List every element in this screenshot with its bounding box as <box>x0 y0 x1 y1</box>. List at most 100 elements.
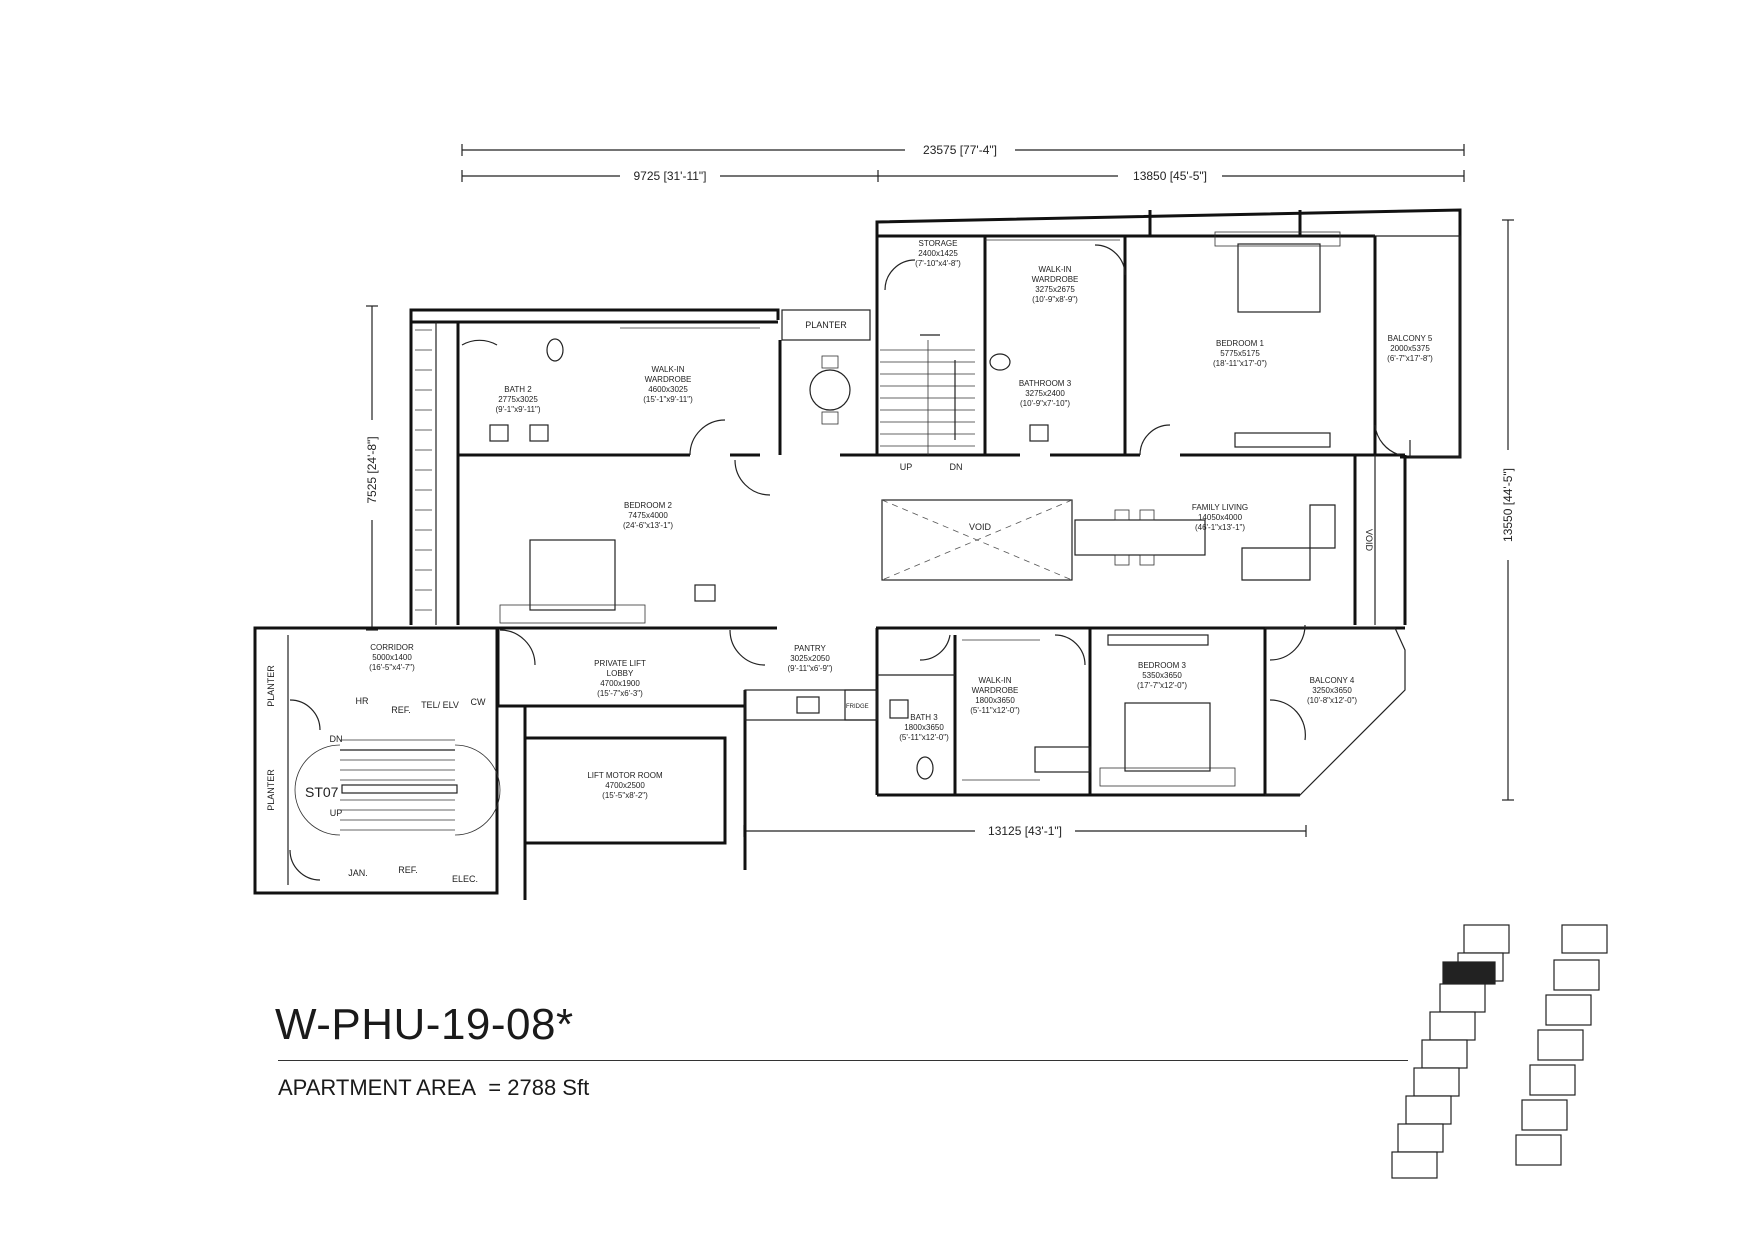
bedroom-3-imperial: (17'-7"x12'-0") <box>1137 681 1187 690</box>
walkin-wardrobe-1-size: 3275x2675 <box>1035 285 1075 294</box>
bath-2-imperial: (9'-1"x9'-11") <box>495 405 540 414</box>
walkin-wardrobe-1-imperial: (10'-9"x8'-9") <box>1032 295 1078 304</box>
balcony-4-label: BALCONY 4 <box>1310 676 1355 685</box>
bedroom-2-size: 7475x4000 <box>628 511 668 520</box>
bathroom-3-imperial: (10'-9"x7'-10") <box>1020 399 1070 408</box>
bedroom-2-label: BEDROOM 2 <box>624 501 673 510</box>
private-lift-lobby-label2: LOBBY <box>607 669 634 678</box>
bath-2-size: 2775x3025 <box>498 395 538 404</box>
balcony-5-size: 2000x5375 <box>1390 344 1430 353</box>
pantry-imperial: (9'-11"x6'-9") <box>787 664 832 673</box>
bathroom-3-size: 3275x2400 <box>1025 389 1065 398</box>
planter-label: PLANTER <box>805 320 847 330</box>
dim-right-width: 13850 [45'-5"] <box>1133 169 1207 183</box>
apartment-area: APARTMENT AREA = 2788 Sft <box>278 1075 589 1101</box>
bath-3-label: BATH 3 <box>910 713 938 722</box>
lift-motor-room-label: LIFT MOTOR ROOM <box>587 771 663 780</box>
walkin-wardrobe-3-label2: WARDROBE <box>972 686 1019 695</box>
pantry-label: PANTRY <box>794 644 826 653</box>
planter-label: PLANTER <box>266 665 276 707</box>
unit-title: W-PHU-19-08* <box>275 1000 574 1049</box>
area-value: = 2788 Sft <box>488 1075 590 1100</box>
bed-icon <box>529 539 616 611</box>
corridor-label: CORRIDOR <box>370 643 414 652</box>
walkin-wardrobe-2-label2: WARDROBE <box>645 375 692 384</box>
storage-size: 2400x1425 <box>918 249 958 258</box>
bedroom-2-imperial: (24'-6"x13'-1") <box>623 521 673 530</box>
bath-3-imperial: (5'-11"x12'-0") <box>899 733 949 742</box>
key-plan <box>1391 924 1608 1179</box>
dim-right-height: 13550 [44'-5"] <box>1501 468 1515 542</box>
toilet-icon <box>916 756 934 780</box>
bedroom-1-size: 5775x5175 <box>1220 349 1260 358</box>
walkin-wardrobe-3-size: 1800x3650 <box>975 696 1015 705</box>
ref-label: REF. <box>398 865 418 875</box>
corridor-size: 5000x1400 <box>372 653 412 662</box>
balcony-5-imperial: (6'-7"x17'-8") <box>1387 354 1433 363</box>
jan-label: JAN. <box>348 868 368 878</box>
area-label: APARTMENT AREA <box>278 1075 477 1100</box>
stair-up-label: UP <box>900 462 913 472</box>
ref-label: REF. <box>391 705 411 715</box>
balcony-4-size: 3250x3650 <box>1312 686 1352 695</box>
room-labels: STORAGE 2400x1425 (7'-10"x4'-8") WALK-IN… <box>369 239 1433 800</box>
private-lift-lobby-imperial: (15'-7"x6'-3") <box>597 689 643 698</box>
st07-label: ST07 <box>305 784 339 800</box>
walls <box>253 208 1462 900</box>
void-area <box>881 499 1073 581</box>
balcony-5-label: BALCONY 5 <box>1388 334 1433 343</box>
balcony-4-imperial: (10'-8"x12'-0") <box>1307 696 1357 705</box>
bed-icon <box>1124 702 1211 772</box>
tel-elv-label: TEL/ ELV <box>421 700 459 710</box>
walkin-wardrobe-3-label: WALK-IN <box>978 676 1011 685</box>
walkin-wardrobe-2-imperial: (15'-1"x9'-11") <box>643 395 693 404</box>
corridor-imperial: (16'-5"x4'-7") <box>369 663 415 672</box>
walkin-wardrobe-1-label2: WARDROBE <box>1032 275 1079 284</box>
dim-left-height: 7525 [24'-8"] <box>365 436 379 503</box>
sink-icon <box>1029 424 1049 442</box>
void-label: VOID <box>969 522 992 532</box>
storage-label: STORAGE <box>919 239 958 248</box>
walkin-wardrobe-2-size: 4600x3025 <box>648 385 688 394</box>
stair-icon <box>880 334 975 455</box>
fridge-label: FRIDGE <box>846 704 869 710</box>
hr-label: HR <box>356 696 369 706</box>
fixtures <box>289 231 1401 881</box>
core-stair-icon <box>294 739 501 836</box>
round-table-icon <box>809 369 851 411</box>
elec-label: ELEC. <box>452 874 478 884</box>
lift-motor-room-imperial: (15'-5"x8'-2") <box>602 791 648 800</box>
bedroom-3-label: BEDROOM 3 <box>1138 661 1187 670</box>
family-living-imperial: (46'-1"x13'-1") <box>1195 523 1245 532</box>
dim-overall-width: 23575 [77'-4"] <box>923 143 997 157</box>
sink-icon <box>889 699 909 719</box>
sink-icon <box>529 424 549 442</box>
walkin-wardrobe-1-label: WALK-IN <box>1038 265 1071 274</box>
core-up-label: UP <box>330 808 343 818</box>
toilet-icon <box>989 353 1011 371</box>
misc-labels: PLANTER PLANTER PLANTER VOID VOID UP DN … <box>266 320 1374 884</box>
lift-motor-room-size: 4700x2500 <box>605 781 645 790</box>
dimension-lines: 23575 [77'-4"] 9725 [31'-11"] 13850 [45'… <box>364 141 1516 839</box>
cw-label: CW <box>471 697 486 707</box>
walkin-wardrobe-2-label: WALK-IN <box>651 365 684 374</box>
dining-table-icon <box>1074 519 1206 556</box>
bedroom-1-imperial: (18'-11"x17'-0") <box>1213 359 1267 368</box>
sofa-icon <box>1241 504 1336 581</box>
dim-bottom-width: 13125 [43'-1"] <box>988 824 1062 838</box>
highlighted-unit <box>1442 961 1496 985</box>
family-living-label: FAMILY LIVING <box>1192 503 1248 512</box>
planter-label: PLANTER <box>266 769 276 811</box>
railing-left <box>415 329 432 611</box>
title-divider <box>278 1060 1408 1061</box>
bed-icon <box>1237 243 1321 313</box>
core-dn-label: DN <box>330 734 343 744</box>
pantry-size: 3025x2050 <box>790 654 830 663</box>
sink-icon <box>489 424 509 442</box>
bathroom-3-label: BATHROOM 3 <box>1019 379 1072 388</box>
bath-2-label: BATH 2 <box>504 385 532 394</box>
bedroom-3-size: 5350x3650 <box>1142 671 1182 680</box>
bath-3-size: 1800x3650 <box>904 723 944 732</box>
private-lift-lobby-label: PRIVATE LIFT <box>594 659 646 668</box>
